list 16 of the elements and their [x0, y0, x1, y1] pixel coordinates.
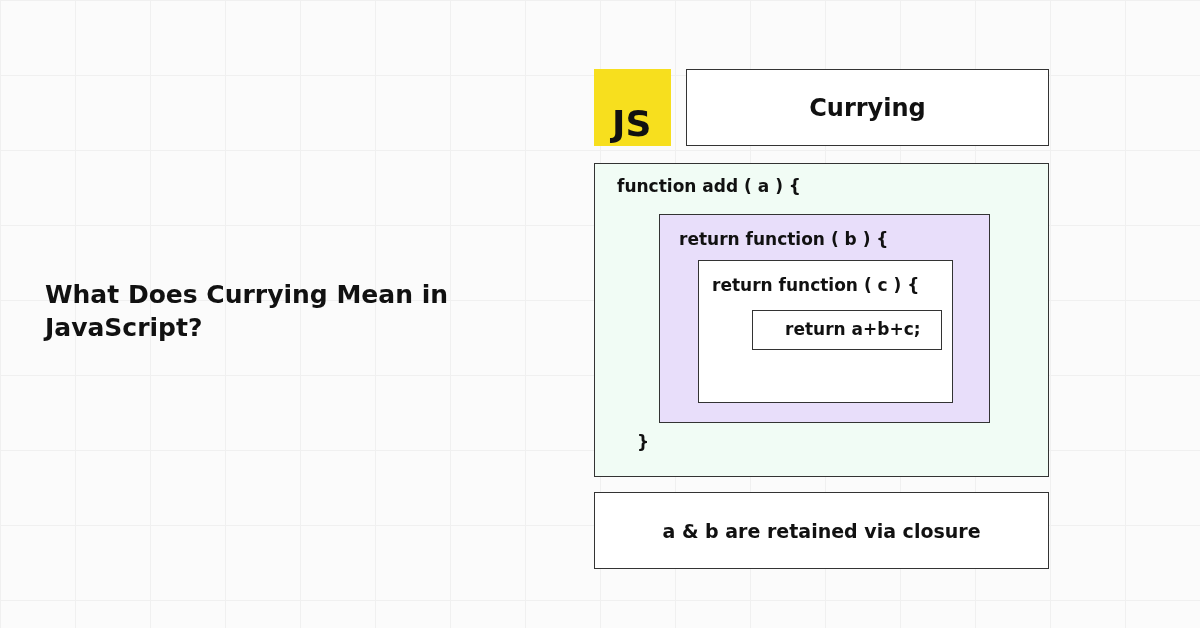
code-line: } [637, 432, 650, 452]
code-line: return function ( c ) { [712, 275, 920, 295]
text-box [594, 492, 1049, 569]
code-line: function add ( a ) { [617, 176, 801, 196]
code-block [698, 260, 953, 403]
heading-text: Currying [808, 92, 927, 124]
heading-text: a & b are retained via closure [661, 518, 982, 544]
page-title: What Does Currying Mean in JavaScript? [45, 279, 449, 344]
text-box [686, 69, 1049, 146]
text-box [752, 310, 942, 350]
code-line: return function ( b ) { [679, 229, 889, 249]
language-badge-text: JS [612, 103, 652, 144]
language-badge [594, 69, 671, 146]
code-block [659, 214, 990, 423]
code-block [594, 163, 1049, 477]
code-line: return a+b+c; [785, 319, 921, 339]
